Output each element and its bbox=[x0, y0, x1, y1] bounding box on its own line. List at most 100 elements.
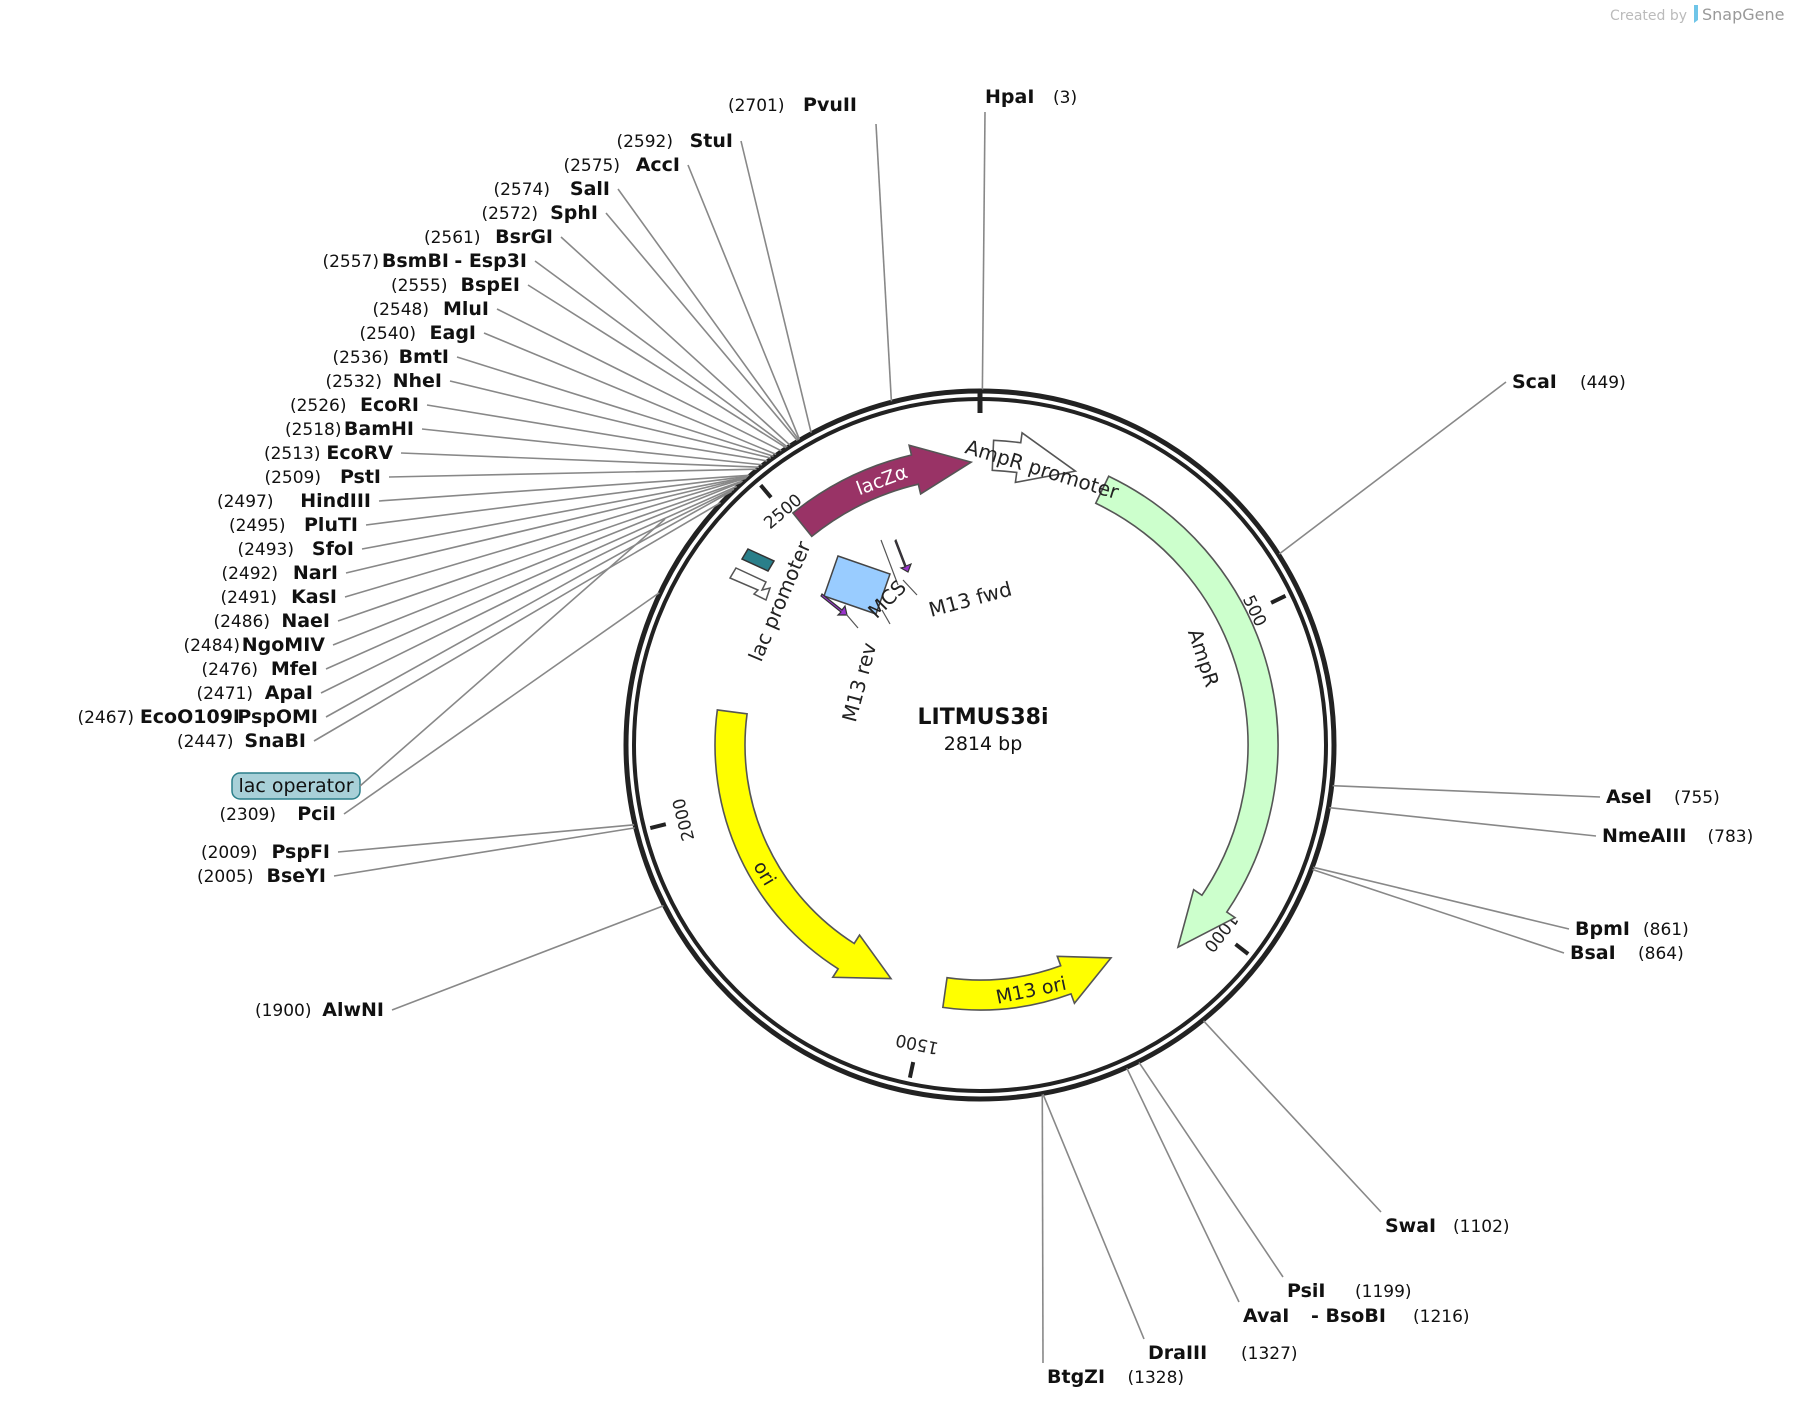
site-asei: AseI(755) bbox=[1606, 786, 1720, 808]
credit-prefix: Created by bbox=[1610, 8, 1687, 24]
site-name: MluI bbox=[443, 298, 489, 320]
site-position: (2532) bbox=[325, 372, 382, 392]
site-position: (3) bbox=[1053, 88, 1077, 108]
site-name2: - Esp3I bbox=[454, 250, 527, 272]
site-position: (2518) bbox=[285, 420, 342, 440]
site-name: PstI bbox=[340, 466, 381, 488]
site-position: (861) bbox=[1643, 920, 1689, 940]
site-name: MfeI bbox=[271, 658, 318, 680]
site-leader-btgzi bbox=[1041, 1094, 1044, 1364]
site-hpai: HpaI(3) bbox=[985, 86, 1077, 108]
site-leader-psti bbox=[388, 468, 757, 478]
site-leader-hpai bbox=[981, 111, 986, 391]
site-position: (864) bbox=[1638, 944, 1684, 964]
site-position: (2471) bbox=[196, 684, 253, 704]
tick-mark-2500 bbox=[759, 483, 773, 499]
site-sali: SalI(2574) bbox=[493, 178, 610, 200]
tick-label-1500: 1500 bbox=[894, 1029, 940, 1057]
lac-region-features bbox=[728, 538, 918, 629]
tick-mark-1500 bbox=[907, 1061, 916, 1079]
site-bseyi: BseYI (2005) bbox=[197, 865, 326, 887]
site-bsai: BsaI (864) bbox=[1570, 942, 1684, 964]
site-name: SwaI bbox=[1385, 1215, 1436, 1237]
site-leader-ngomiv bbox=[332, 481, 742, 646]
site-position: (2492) bbox=[221, 564, 278, 584]
mcs-feature bbox=[823, 555, 891, 615]
site-nari: NarI(2492) bbox=[221, 562, 338, 584]
site-leader-hindiii bbox=[378, 474, 750, 502]
feature-ampr bbox=[1094, 475, 1279, 949]
site-leader-stui bbox=[740, 140, 812, 433]
site-position: (2447) bbox=[177, 732, 234, 752]
lac-operator-badge: lac operator bbox=[231, 518, 666, 800]
credit-brand: SnapGene bbox=[1702, 5, 1784, 24]
site-name: NmeAIII bbox=[1602, 825, 1687, 847]
site-name: BamHI bbox=[344, 418, 414, 440]
feature-labels: AmpR promoter AmpR lac promoter MCS M13 … bbox=[744, 435, 1225, 725]
site-leader-bmti bbox=[456, 356, 774, 457]
site-leader-apai bbox=[320, 488, 735, 694]
site-leader-nari bbox=[345, 477, 747, 574]
site-ngomiv: NgoMIV(2484) bbox=[183, 634, 325, 656]
lac-promoter-feature bbox=[728, 567, 772, 602]
site-leader-sfoi bbox=[361, 476, 747, 550]
site-sphi: SphI(2572) bbox=[481, 202, 598, 224]
snapgene-logo-icon bbox=[1694, 5, 1698, 23]
tick-mark-1000 bbox=[1234, 942, 1250, 956]
site-leader-psii bbox=[1138, 1061, 1284, 1278]
site-nmeaiii: NmeAIII(783) bbox=[1602, 825, 1753, 847]
site-position: (2476) bbox=[201, 660, 258, 680]
site-name: EcoRV bbox=[326, 442, 393, 464]
site-pluti: PluTI (2495) bbox=[229, 514, 358, 536]
site-kasi: KasI(2491) bbox=[220, 586, 337, 608]
site-name: BseYI bbox=[266, 865, 326, 887]
site-leader-mlui bbox=[496, 308, 782, 452]
site-avai: AvaI- BsoBI(1216) bbox=[1243, 1305, 1470, 1327]
site-name: BsmBI bbox=[382, 250, 449, 272]
site-leader-bspei bbox=[527, 284, 787, 449]
site-position: (2540) bbox=[359, 324, 416, 344]
site-eagi: EagI(2540) bbox=[359, 322, 476, 344]
site-name: BsaI bbox=[1570, 942, 1616, 964]
site-lines bbox=[313, 111, 1601, 1364]
plasmid-length: 2814 bp bbox=[944, 733, 1023, 755]
site-position: (1199) bbox=[1355, 1282, 1412, 1302]
site-position: (2495) bbox=[229, 516, 286, 536]
site-bmti: BmtI(2536) bbox=[332, 346, 449, 368]
site-position: (755) bbox=[1674, 788, 1720, 808]
site-leader-pspfi bbox=[337, 823, 635, 853]
site-position: (2592) bbox=[616, 132, 673, 152]
site-position: (2513) bbox=[264, 444, 321, 464]
site-leader-scai bbox=[1278, 381, 1507, 555]
site-leader-draiii bbox=[1042, 1094, 1145, 1340]
site-position: (1328) bbox=[1128, 1368, 1185, 1388]
site-scai: ScaI(449) bbox=[1512, 371, 1626, 393]
site-snabi: SnaBI (2447) bbox=[177, 730, 306, 752]
site-name: NheI bbox=[393, 370, 442, 392]
site-acci: AccI(2575) bbox=[563, 154, 680, 176]
site-leader-naei bbox=[337, 480, 743, 622]
site-position: (2005) bbox=[197, 867, 254, 887]
m13-fwd-label: M13 fwd bbox=[926, 577, 1014, 622]
site-leader-nmeaiii bbox=[1329, 806, 1597, 837]
site-leader-snabi bbox=[313, 501, 721, 742]
site-name: SnaBI bbox=[244, 730, 306, 752]
site-name: SalI bbox=[570, 178, 610, 200]
restriction-site-labels: PvuII(2701)StuI(2592)AccI(2575)SalI(2574… bbox=[77, 86, 1753, 1388]
site-ecorv: EcoRV(2513) bbox=[264, 442, 393, 464]
site-leader-bsrgi bbox=[560, 236, 791, 446]
site-name: PspFI bbox=[271, 841, 330, 863]
site-name: NaeI bbox=[281, 610, 330, 632]
site-name: PluTI bbox=[304, 514, 358, 536]
tick-mark-2000 bbox=[649, 822, 667, 830]
site-position: (2467) bbox=[77, 708, 134, 728]
tick-mark-500 bbox=[1270, 593, 1287, 605]
site-position: (2572) bbox=[481, 204, 538, 224]
site-leader-bseyi bbox=[333, 827, 635, 877]
site-leader-mfei bbox=[325, 485, 738, 670]
site-name: BpmI bbox=[1575, 918, 1630, 940]
site-apai: ApaI(2471) bbox=[196, 682, 313, 704]
